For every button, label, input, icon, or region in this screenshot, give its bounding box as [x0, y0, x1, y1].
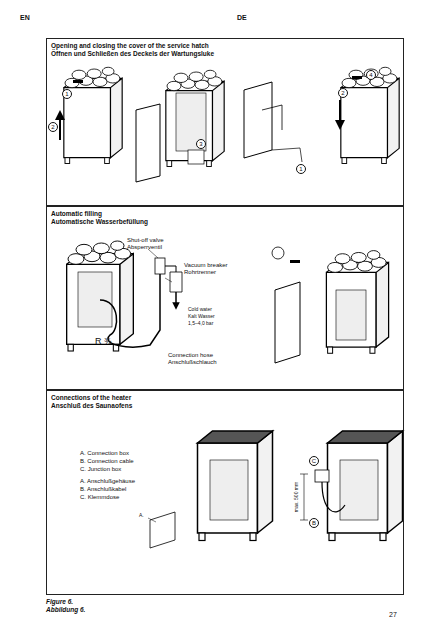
figure-panel: Connections of the heaterAnschluß des Sa… [46, 390, 404, 595]
figure-caption: Figure 6. [46, 598, 73, 606]
part-label: Kalt Wasser [188, 313, 215, 319]
list-item: C. Klemmdose [80, 494, 119, 501]
callout-number: 1 [62, 89, 72, 99]
panel-title: Opening and closing the cover of the ser… [47, 42, 403, 50]
page-number: 27 [389, 611, 397, 619]
list-item: A. Anschlußgehäuse [80, 478, 135, 485]
part-label: Rohrtrenner [184, 269, 216, 276]
part-label: Anschlußschlauch [168, 359, 217, 366]
figure-caption: Abbildung 6. [46, 606, 85, 614]
pressure-label: 1,5–4,0 bar [188, 320, 213, 326]
callout-number: 4 [366, 70, 376, 80]
list-item: C. Junction box [80, 466, 121, 473]
part-label: Connection hose [168, 352, 213, 359]
list-item: A. Connection box [80, 450, 129, 457]
part-label: Shut-off valve [127, 237, 164, 244]
callout-number: 3 [196, 139, 206, 149]
callout-number: 1 [296, 164, 306, 174]
list-item: B. Connection cable [80, 458, 134, 465]
thread-size: R ¾ [95, 336, 112, 346]
panel-title: Automatische Wasserbefüllung [47, 218, 403, 226]
part-label: Vacuum breaker [184, 262, 228, 269]
part-label: Cold water [188, 306, 212, 312]
figure-panel: Automatic fillingAutomatische Wasserbefü… [46, 206, 404, 390]
panel-title: Anschluß des Saunaofens [47, 402, 403, 410]
figure-panel: Opening and closing the cover of the ser… [46, 38, 404, 206]
callout-number: 2 [48, 122, 58, 132]
callout-number: 2 [338, 88, 348, 98]
callout-number: B [309, 518, 319, 528]
panel-title: Connections of the heater [47, 394, 403, 402]
list-item: B. Anschlußkabel [80, 486, 126, 493]
language-code: DE [237, 14, 247, 22]
dimension: max. 500 mm [293, 482, 299, 512]
part-label: Absperrventil [127, 244, 162, 251]
callout-number: C [309, 456, 319, 466]
callout-number: A. [139, 512, 144, 518]
panel-title: Öffnen und Schließen des Deckels der War… [47, 50, 403, 58]
panel-title: Automatic filling [47, 210, 403, 218]
language-code: EN [20, 14, 30, 22]
